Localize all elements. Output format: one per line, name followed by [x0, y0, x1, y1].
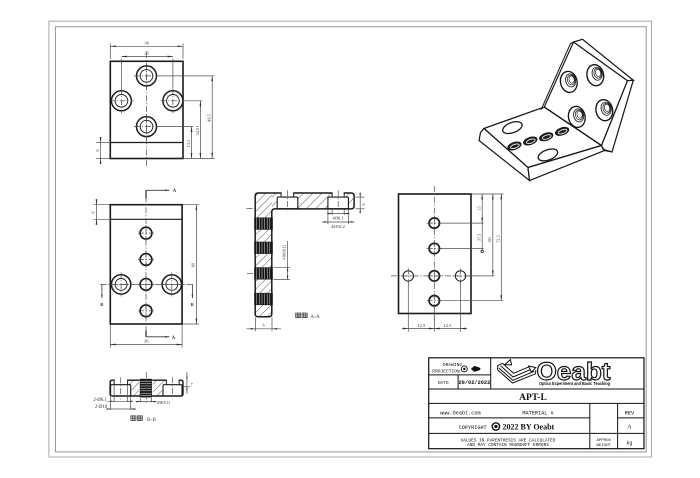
svg-text:6: 6	[91, 211, 96, 213]
svg-text:A: A	[173, 189, 177, 194]
svg-text:37.5: 37.5	[476, 234, 481, 242]
svg-text:www.Oeabt.com: www.Oeabt.com	[440, 411, 480, 417]
svg-text:REV: REV	[625, 411, 635, 417]
svg-text:60: 60	[191, 262, 196, 267]
svg-text:13.5: 13.5	[186, 139, 191, 147]
svg-text:4Ø10.2: 4Ø10.2	[331, 224, 345, 229]
svg-text:DATE: DATE	[438, 380, 449, 386]
svg-text:APPROX: APPROX	[596, 439, 611, 443]
svg-text:15: 15	[476, 206, 481, 210]
svg-text:PROJECTION: PROJECTION	[432, 369, 460, 375]
svg-text:25: 25	[144, 51, 149, 56]
svg-text:4Ø6.1: 4Ø6.1	[332, 215, 344, 220]
svg-text:B-B: B-B	[147, 417, 156, 423]
svg-text:MATERIAL #: MATERIAL #	[522, 411, 553, 417]
svg-text:VALUES IN PARENTHESIS ARE CALC: VALUES IN PARENTHESIS ARE CALCULATED	[461, 438, 556, 443]
svg-text:A-A: A-A	[310, 314, 320, 320]
svg-text:Oeabt: Oeabt	[537, 358, 612, 386]
svg-text:2-Ø10: 2-Ø10	[95, 405, 108, 410]
svg-text:34.01: 34.01	[195, 126, 200, 136]
svg-text:6: 6	[361, 204, 366, 206]
svg-text:2022 BY Oeabt: 2022 BY Oeabt	[503, 422, 555, 431]
svg-text:M6X11: M6X11	[157, 400, 170, 405]
svg-text:36: 36	[144, 339, 149, 344]
svg-text:6: 6	[263, 323, 265, 328]
svg-text:36: 36	[144, 41, 149, 46]
svg-text:kg: kg	[626, 441, 632, 447]
svg-text:WEIGHT: WEIGHT	[596, 444, 611, 448]
svg-text:6: 6	[95, 149, 100, 151]
svg-text:72.5: 72.5	[496, 235, 501, 243]
svg-text:49.5: 49.5	[207, 113, 212, 121]
svg-text:APT-L: APT-L	[519, 393, 547, 403]
svg-text:20/02/2022: 20/02/2022	[459, 380, 491, 386]
svg-text:COPYRIGHT: COPYRIGHT	[459, 425, 487, 431]
svg-text:4-M6X11: 4-M6X11	[282, 245, 286, 260]
svg-text:2-Ø6.1: 2-Ø6.1	[93, 398, 107, 403]
svg-text:AND MAY CONTAIN ROUNDOFF ERROR: AND MAY CONTAIN ROUNDOFF ERRORS	[467, 443, 549, 448]
svg-text:A: A	[627, 424, 632, 430]
svg-text:B: B	[191, 302, 194, 307]
svg-text:B: B	[100, 302, 103, 307]
svg-text:7: 7	[191, 383, 193, 387]
svg-text:12.5: 12.5	[417, 323, 426, 328]
svg-text:12.5: 12.5	[443, 323, 452, 328]
svg-text:DRAWING: DRAWING	[443, 362, 463, 368]
svg-text:A: A	[172, 336, 176, 341]
svg-text:Optics Experiment and Basic Te: Optics Experiment and Basic Teaching	[539, 381, 610, 386]
svg-text:60: 60	[487, 237, 492, 241]
